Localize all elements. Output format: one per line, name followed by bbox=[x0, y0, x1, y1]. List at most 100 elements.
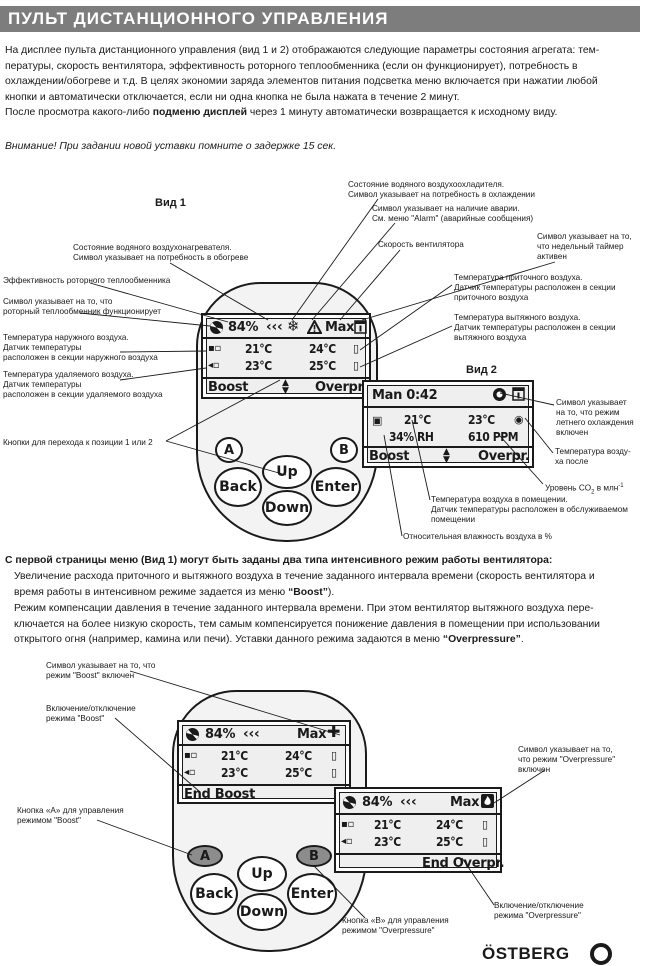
button-up[interactable]: Up bbox=[262, 455, 312, 489]
button-back[interactable]: Back bbox=[214, 467, 262, 507]
text-line: расположен в секции наружного воздуха bbox=[3, 353, 158, 362]
text-line: режима "Overpressure" bbox=[494, 911, 581, 920]
label-room-temp: Температура воздуха в помещении.Датчик т… bbox=[431, 495, 628, 525]
lcd-separator bbox=[203, 337, 369, 339]
label-efficiency: Эффективность роторного теплообменника bbox=[3, 276, 171, 285]
text-line: Температура вытяжного воздуха. bbox=[454, 313, 581, 322]
view1-title: Вид 1 bbox=[155, 197, 186, 209]
text-line: Символ указывает на то, bbox=[537, 232, 632, 241]
label-heater: Состояние водяного воздухонагревателя.Си… bbox=[73, 243, 248, 263]
after-icon: ◉ bbox=[514, 413, 524, 426]
text-line: летнего охлаждения bbox=[556, 418, 634, 427]
button-down[interactable]: Down bbox=[237, 893, 287, 931]
label-buttons-12: Кнопки для перехода к позиции 1 или 2 bbox=[3, 438, 153, 447]
lcd-temp: 24°C bbox=[436, 818, 463, 832]
text-line: Температура наружного воздуха. bbox=[3, 333, 129, 342]
button-b[interactable]: B bbox=[296, 845, 332, 867]
button-b[interactable]: B bbox=[330, 437, 358, 463]
text-line: открытого огня (например, камина или печ… bbox=[14, 632, 638, 648]
rotor-icon bbox=[343, 796, 356, 809]
text-line: Символ указывает bbox=[556, 398, 627, 407]
heating-icon: ‹‹‹ bbox=[266, 319, 283, 335]
summer-mode-icon bbox=[493, 388, 506, 401]
text-bold: подменю дисплей bbox=[152, 107, 247, 118]
lcd-temp: 25°C bbox=[285, 766, 312, 780]
label-supply-temp: Температура приточного воздуха.Датчик те… bbox=[454, 273, 616, 303]
heating-icon: ‹‹‹ bbox=[400, 794, 417, 810]
button-a[interactable]: A bbox=[215, 437, 243, 463]
text-span: . bbox=[520, 634, 524, 645]
text-line: режимом "Boost" bbox=[17, 816, 81, 825]
updown-icon: ▲▼ bbox=[282, 378, 289, 396]
text-line: приточного воздуха bbox=[454, 293, 529, 302]
text-line: Символ указывает на наличие аварии. bbox=[372, 204, 520, 213]
lcd-temp-supply: 24°C bbox=[309, 342, 336, 356]
lcd-temp-room: 21°C bbox=[404, 413, 431, 427]
lcd-overpr: Overpr. bbox=[315, 380, 367, 395]
label-exhaust-temp: Температура вытяжного воздуха.Датчик тем… bbox=[454, 313, 616, 343]
text-line: вытяжного воздуха bbox=[454, 333, 527, 342]
lcd-end-overpr[interactable]: End Overpr. bbox=[422, 856, 505, 871]
button-down[interactable]: Down bbox=[262, 490, 312, 526]
label-overp-on: Символ указывает на то,что режим "Overpr… bbox=[518, 745, 615, 775]
lcd-rh: 34% RH bbox=[389, 430, 434, 444]
lcd-overpr: Overpr. bbox=[478, 449, 530, 464]
supply-duct-icon: ▯ bbox=[331, 749, 337, 762]
label-removed-temp: Температура удаляемого воздуха.Датчик те… bbox=[3, 370, 163, 400]
button-a[interactable]: A bbox=[187, 845, 223, 867]
label-timer: Символ указывает на то,что недельный тай… bbox=[537, 232, 632, 262]
button-back[interactable]: Back bbox=[190, 873, 238, 915]
lcd-temp-removed: 23°C bbox=[245, 359, 272, 373]
cooling-icon: ❄ bbox=[287, 317, 300, 335]
text-line: расположен в секции удаляемого воздуха bbox=[3, 390, 163, 399]
lcd-separator bbox=[364, 406, 532, 408]
text-line: время работы в интенсивном режиме задает… bbox=[14, 585, 638, 601]
page-title: ПУЛЬТ ДИСТАНЦИОННОГО УПРАВЛЕНИЯ bbox=[8, 9, 389, 28]
bullet-overpressure: Режим компенсации давления в течение зад… bbox=[14, 601, 638, 648]
text-line: После просмотра какого-либо подменю дисп… bbox=[5, 105, 635, 121]
brand-logo: ÖSTBERG bbox=[482, 944, 570, 963]
lcd-separator bbox=[203, 377, 369, 379]
lcd-efficiency: 84% bbox=[228, 320, 259, 335]
text-line: ключается на более низкую скорость, тем … bbox=[14, 618, 600, 630]
exhaust-duct-icon: ▯ bbox=[353, 359, 359, 372]
text-span: в млн bbox=[594, 483, 619, 493]
supply-duct-icon: ▯ bbox=[353, 342, 359, 355]
updown-icon: ▲▼ bbox=[443, 447, 450, 465]
supply-arrow-icon: ▪▫ bbox=[208, 343, 221, 354]
timer-icon bbox=[354, 320, 367, 334]
lcd-timer: Man 0:42 bbox=[372, 388, 438, 403]
supply-arrow-icon: ▪▫ bbox=[341, 819, 354, 830]
button-enter[interactable]: Enter bbox=[311, 467, 361, 507]
lcd-end-boost[interactable]: End Boost bbox=[184, 787, 255, 802]
text-line: Включение/отключение bbox=[494, 901, 584, 910]
intro-paragraph: На дисплее пульта дистанционного управле… bbox=[5, 43, 635, 121]
lcd-fan-speed: Max bbox=[450, 795, 480, 810]
text-span: через 1 минуту автоматически возвращаетс… bbox=[247, 107, 558, 118]
text-line: Символ указывает на то, что bbox=[3, 297, 113, 306]
text-line: Символ указывает на то, что bbox=[46, 661, 156, 670]
text-line: пературы, скорость вентилятора, эффектив… bbox=[5, 60, 578, 72]
lcd-temp: 21°C bbox=[221, 749, 248, 763]
text-line: См. меню "Alarm" (аварийные сообщения) bbox=[372, 214, 534, 223]
label-outdoor-temp: Температура наружного воздуха.Датчик тем… bbox=[3, 333, 158, 363]
button-enter[interactable]: Enter bbox=[287, 873, 337, 915]
lcd-temp: 24°C bbox=[285, 749, 312, 763]
text-span: ). bbox=[327, 586, 335, 598]
text-line: активен bbox=[537, 252, 567, 261]
lcd-temp: 23°C bbox=[221, 766, 248, 780]
button-up[interactable]: Up bbox=[237, 856, 287, 892]
exhaust-duct-icon: ▯ bbox=[331, 766, 337, 779]
lcd-view3: 84% ‹‹‹ Max ✚ ▪▫ 21°C 24°C ▯ ◂▫ 23°C 25°… bbox=[177, 720, 351, 804]
text-line: Состояние водяного воздухонагревателя. bbox=[73, 243, 232, 252]
text-line: помещении bbox=[431, 515, 476, 524]
lcd-view4: 84% ‹‹‹ Max ▪▫ 21°C 24°C ▯ ◂▫ 23°C 25°C … bbox=[334, 787, 505, 873]
label-fan-speed: Скорость вентилятора bbox=[378, 240, 464, 249]
text-line: Символ указывает на потребность в обогре… bbox=[73, 253, 249, 262]
text-line: режимом "Overpressure" bbox=[342, 926, 435, 935]
lcd-temp: 25°C bbox=[436, 835, 463, 849]
